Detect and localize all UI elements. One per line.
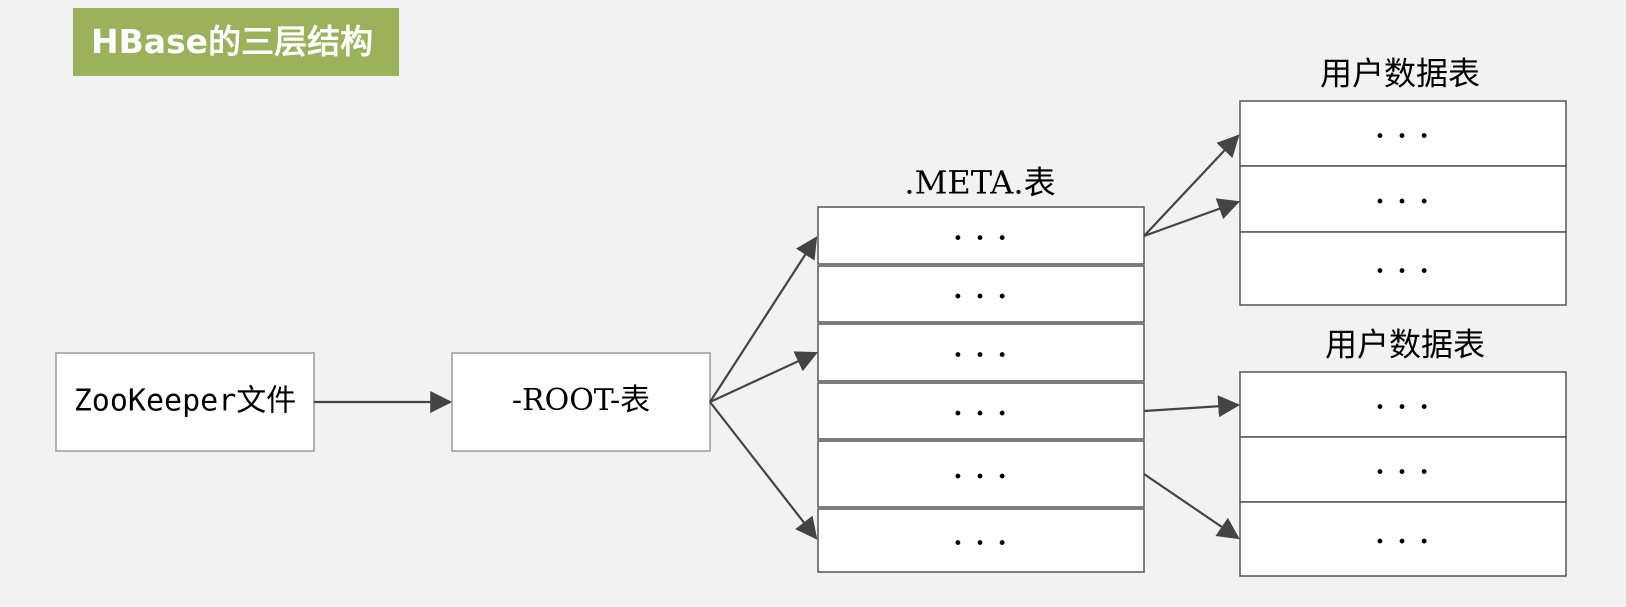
zookeeper-file-node: ZooKeeper文件 [55,352,315,452]
meta-table-row-ellipsis: · · · [953,224,1008,254]
meta-table-row: · · · [817,508,1145,573]
user-data-table-1-row-ellipsis: · · · [1375,187,1430,217]
meta-table-row-ellipsis: · · · [953,399,1008,429]
user-data-table-2-row-ellipsis: · · · [1375,527,1430,557]
arrows [314,134,1241,540]
user-data-table-1-row-ellipsis: · · · [1375,122,1430,152]
user-data-table-2-title: 用户数据表 [1325,326,1485,364]
arrow-meta-to-user1-row-2 [1143,198,1241,238]
user-data-table-2-row: · · · [1239,371,1567,438]
meta-table-row-ellipsis: · · · [953,282,1008,312]
root-table-node: -ROOT-表 [451,352,711,452]
user-data-table-1: 用户数据表 · · · · · · · · · [1239,55,1567,306]
meta-table-row-ellipsis: · · · [953,529,1008,559]
user-data-table-1-row-ellipsis: · · · [1375,257,1430,287]
root-table-label: -ROOT-表 [512,383,650,418]
user-data-table-2: 用户数据表 · · · · · · · · · [1239,326,1567,577]
meta-table-row: · · · [817,206,1145,265]
meta-table-row-ellipsis: · · · [953,462,1008,492]
meta-table-row: · · · [817,382,1145,440]
user-data-table-1-row: · · · [1239,165,1567,233]
user-data-table-1-row: · · · [1239,100,1567,167]
user-data-table-1-title: 用户数据表 [1320,55,1480,93]
arrow-meta-to-user1-row-1 [1143,134,1240,237]
arrow-meta-to-user2-row-1 [1143,395,1241,418]
meta-table-row-ellipsis: · · · [953,341,1008,371]
user-data-table-1-row: · · · [1239,231,1567,306]
arrow-root-to-meta-row-6 [709,401,818,540]
meta-table: .META.表 · · · · · · · · · · · · · · · · · · [817,164,1145,573]
page-title: HBase的三层结构 [73,8,399,76]
meta-table-row: · · · [817,265,1145,323]
user-data-table-2-row-ellipsis: · · · [1375,458,1430,488]
meta-table-row: · · · [817,440,1145,508]
arrow-meta-to-user2-row-3 [1143,473,1240,540]
user-data-table-2-row: · · · [1239,436,1567,503]
arrow-root-to-meta-row-1 [709,236,818,403]
meta-table-title: .META.表 [904,164,1055,202]
arrow-root-to-meta-row-3 [709,351,818,403]
user-data-table-2-row-ellipsis: · · · [1375,393,1430,423]
user-data-table-2-row: · · · [1239,501,1567,577]
meta-table-row: · · · [817,323,1145,382]
zookeeper-file-label: ZooKeeper文件 [74,384,297,419]
